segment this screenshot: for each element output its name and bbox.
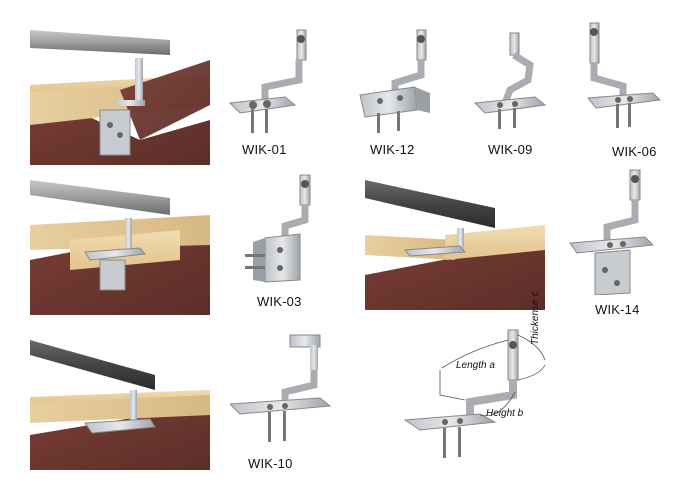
product-wik-01-label: WIK-01	[242, 142, 287, 157]
dimension-height-label: Height b	[486, 408, 524, 419]
install-scene-1	[30, 30, 210, 165]
product-wik-09-label: WIK-09	[488, 142, 533, 157]
product-wik-03-image	[245, 170, 335, 285]
product-wik-06-label: WIK-06	[612, 144, 657, 159]
product-wik-14-image	[565, 165, 665, 295]
dimension-length-label: Length a	[456, 360, 495, 371]
product-wik-12-label: WIK-12	[370, 142, 415, 157]
product-wik-09-image	[470, 25, 560, 135]
install-scene-2	[30, 180, 210, 315]
product-wik-06-image	[578, 18, 668, 133]
dimension-diagram-image	[400, 320, 590, 465]
product-wik-12-image	[355, 25, 450, 135]
product-wik-03-label: WIK-03	[257, 294, 302, 309]
product-wik-10-image	[230, 330, 340, 445]
product-wik-01-image	[225, 25, 320, 135]
product-wik-14-label: WIK-14	[595, 302, 640, 317]
product-wik-10-label: WIK-10	[248, 456, 293, 471]
dimension-thickness-label: Thickense c	[530, 291, 541, 345]
install-scene-3	[365, 180, 545, 310]
install-scene-4	[30, 335, 210, 470]
